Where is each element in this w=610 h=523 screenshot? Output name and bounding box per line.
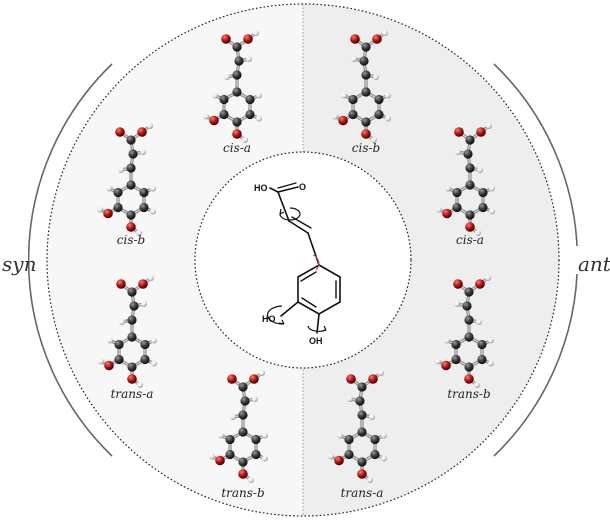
conformer-label: trans-a [341, 486, 384, 500]
conformer-label: trans-a [111, 387, 154, 401]
rotation-arrow-ring [312, 254, 320, 271]
conformer-label: cis-a [456, 233, 484, 247]
conformer-label: trans-b [221, 486, 264, 500]
anti-label: anti [578, 252, 610, 276]
syn-arc [27, 63, 113, 457]
conformer-cis-b-anti: cis-b [332, 30, 391, 155]
conformer-models: cis-a cis-b cis-b cis-a trans-a trans-b trans-… [97, 30, 495, 500]
conformer-trans-b-syn: trans-b [209, 370, 268, 500]
inner-circle [194, 151, 412, 369]
label-4-oh: OH [309, 336, 323, 346]
conformer-cis-a-syn: cis-a [203, 30, 262, 155]
label-carbonyl-o: O [299, 182, 306, 192]
label-carboxyl-oh: HO [254, 183, 268, 193]
central-structure [269, 182, 341, 334]
conformer-cis-a-anti: cis-a [436, 123, 495, 247]
conformer-trans-a-anti: trans-a [328, 370, 387, 500]
conformer-label: cis-b [117, 233, 145, 247]
conformer-trans-b-anti: trans-b [435, 275, 494, 401]
conformer-label: cis-b [352, 141, 380, 155]
rotation-arrow-3oh [266, 305, 285, 325]
conformer-label: trans-b [447, 387, 490, 401]
rotation-arrow-chain [279, 207, 301, 221]
conformer-trans-a-syn: trans-a [98, 275, 157, 401]
conformer-cis-b-syn: cis-b [97, 123, 156, 247]
rotation-arrows [266, 207, 327, 332]
conformer-label: cis-a [223, 141, 251, 155]
syn-label: syn [2, 252, 36, 276]
